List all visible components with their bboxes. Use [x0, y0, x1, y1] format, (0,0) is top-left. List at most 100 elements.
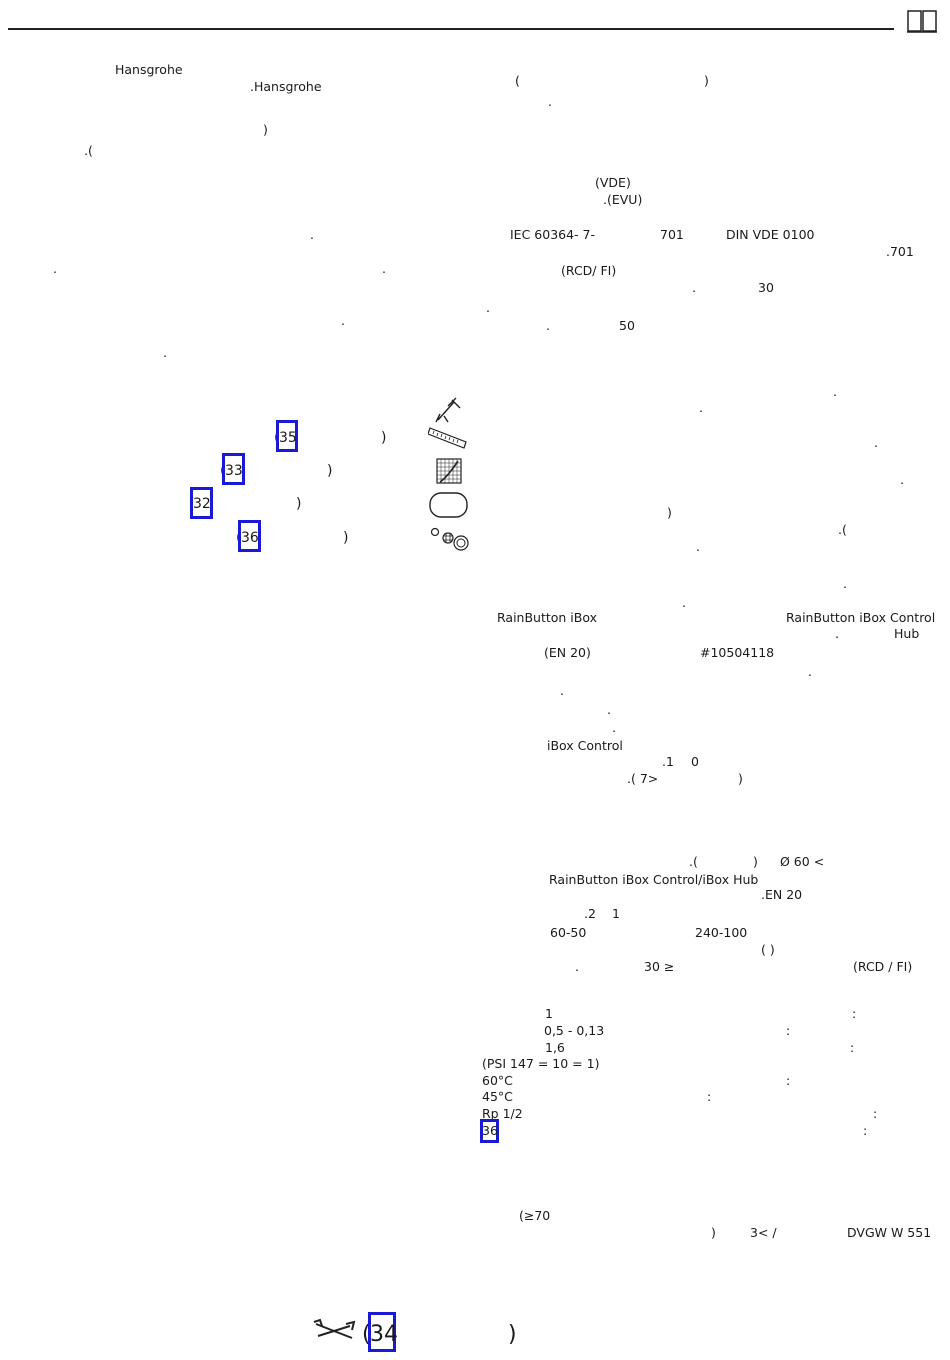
spec-colon: : [786, 1073, 791, 1088]
product-name: RainButton iBox Control/iBox Hub [549, 872, 759, 887]
paren: ( [515, 73, 520, 88]
paren: ) [738, 771, 743, 786]
text-701b: .701 [886, 244, 914, 259]
step-number: 1 [612, 906, 620, 921]
din-standard: DIN VDE 0100 [726, 227, 815, 242]
paren: ) [263, 122, 268, 137]
spec-colon: : [852, 1006, 857, 1021]
product-name: RainButton iBox Control [786, 610, 936, 625]
paren: .( [84, 143, 93, 158]
rcd-label: (RCD/ FI) [561, 263, 617, 278]
reference-box [238, 520, 261, 552]
paren: ) [508, 1322, 517, 1347]
paren: ) [711, 1225, 716, 1240]
dot: . [808, 664, 812, 679]
dot: . [696, 539, 700, 554]
ref-32: 32 [193, 496, 211, 512]
dot: . [692, 280, 696, 295]
reference-box [276, 420, 298, 452]
dot: . [382, 261, 386, 276]
spec-colon: : [707, 1089, 712, 1104]
ge70-label: (≥70 [519, 1208, 551, 1223]
ge30-label: 30 ≥ [644, 959, 675, 974]
dot: . [607, 702, 611, 717]
paren: ) [343, 530, 349, 546]
paren: ) [381, 430, 387, 446]
dot: . [682, 595, 686, 610]
ref-35: 35 [279, 430, 297, 446]
paren: ( ) [761, 942, 775, 957]
en20-label: (EN 20) [544, 645, 591, 660]
spec-colon: : [863, 1123, 868, 1138]
dot: . [548, 94, 552, 109]
step-number: 0 [691, 754, 699, 769]
dot: . [699, 400, 703, 415]
spec-value: 0,5 - 0,13 [544, 1023, 605, 1038]
reference-box [480, 1119, 499, 1143]
spec-colon: : [786, 1023, 791, 1038]
diameter-label: Ø 60 < [780, 854, 825, 869]
dot: . [53, 261, 57, 276]
dot: . [835, 626, 839, 641]
paren: ) [296, 496, 302, 512]
voltage-label: 240-100 [695, 925, 748, 940]
paren: ) [753, 854, 758, 869]
frequency-label: 60-50 [550, 925, 587, 940]
reference-box [190, 487, 213, 519]
dot: . [612, 720, 616, 735]
reference-box [368, 1312, 396, 1352]
dot: . [900, 472, 904, 487]
paren: .( [838, 522, 847, 537]
dot: . [310, 227, 314, 242]
wrench-screwdriver-icon [313, 1318, 356, 1339]
ref-34: 34 [370, 1322, 398, 1347]
dot: . [341, 313, 345, 328]
text-30: 30 [758, 280, 774, 295]
spec-value: 36 [482, 1123, 498, 1138]
evu-label: .(EVU) [603, 192, 643, 207]
brand-name-2: .Hansgrohe [250, 79, 322, 94]
paren: ( [362, 1322, 371, 1347]
dot: . [843, 576, 847, 591]
iec-standard: IEC 60364- 7- [510, 227, 595, 242]
ref-33: 33 [225, 463, 243, 479]
paren: ) [327, 463, 333, 479]
spec-colon: : [850, 1040, 855, 1055]
spec-value: 45°C [482, 1089, 513, 1104]
reference-box [222, 453, 245, 485]
dot: . [163, 345, 167, 360]
spec-value: (PSI 147 = 10 = 1) [482, 1056, 600, 1071]
text-701: 701 [660, 227, 684, 242]
step-number: .1 [662, 754, 674, 769]
step-number: .2 [584, 906, 596, 921]
en20-label: .EN 20 [761, 887, 803, 902]
spec-colon: : [873, 1106, 878, 1121]
dot: . [546, 318, 550, 333]
hub-label: Hub [894, 626, 920, 641]
dot: . [575, 959, 579, 974]
brand-name: Hansgrohe [115, 62, 183, 77]
dot: . [833, 384, 837, 399]
product-name: RainButton iBox [497, 610, 598, 625]
template-grid-icon [436, 458, 462, 484]
dot: . [560, 683, 564, 698]
header-rule [8, 28, 894, 30]
ref-36: 36 [241, 530, 259, 546]
vde-label: (VDE) [595, 175, 631, 190]
ratio-label: 3< / [750, 1225, 777, 1240]
dot: . [874, 435, 878, 450]
ibox-control-label: iBox Control [547, 738, 623, 753]
rcd-label: (RCD / FI) [853, 959, 913, 974]
paren: ) [667, 505, 672, 520]
spec-value: 1,6 [545, 1040, 565, 1055]
spec-value: 1 [545, 1006, 553, 1021]
paren: .( [689, 854, 698, 869]
open-book-icon [907, 10, 937, 33]
gt7-label: .( 7> [627, 771, 659, 786]
spec-value: 60°C [482, 1073, 513, 1088]
dvgw-standard: DVGW W 551 [847, 1225, 932, 1240]
paren: ) [704, 73, 709, 88]
silicone-gun-icon [435, 397, 461, 423]
rounded-rect-icon [429, 492, 468, 518]
dot: . [486, 300, 490, 315]
